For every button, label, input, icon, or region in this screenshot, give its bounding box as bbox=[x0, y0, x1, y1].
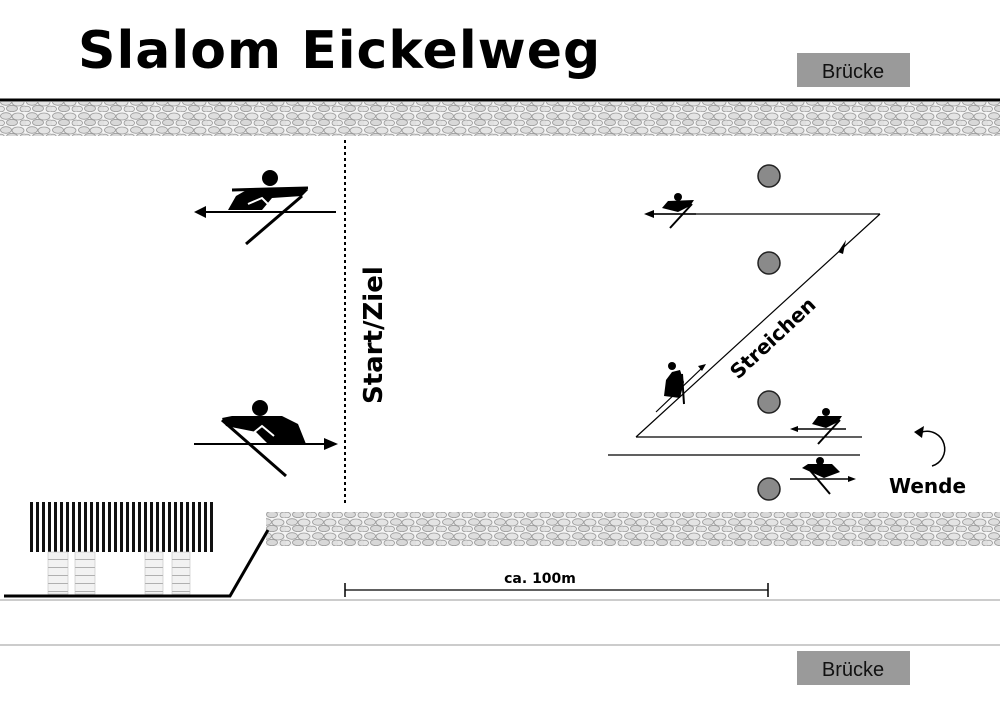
bridge-bottom: Brücke bbox=[797, 651, 910, 685]
lower-bank bbox=[266, 512, 1000, 546]
rower-icon bbox=[648, 193, 696, 229]
course-label: Streichen bbox=[725, 292, 820, 383]
buoy bbox=[757, 251, 781, 275]
diagram-title: Slalom Eickelweg bbox=[78, 21, 601, 81]
buoy bbox=[757, 390, 781, 414]
bridge-top-label: Brücke bbox=[822, 61, 884, 83]
start-finish-label: Start/Ziel bbox=[359, 266, 389, 404]
buoys bbox=[757, 164, 781, 501]
bridge-bottom-label: Brücke bbox=[822, 659, 884, 681]
distance-marker: ca. 100m bbox=[344, 571, 769, 597]
boathouse bbox=[4, 502, 270, 598]
turn-arrow-icon bbox=[914, 426, 946, 467]
rower-icon bbox=[655, 362, 706, 413]
rower-icon bbox=[194, 170, 336, 246]
upper-bank bbox=[0, 98, 1000, 136]
buoy bbox=[757, 477, 781, 501]
turn-label: Wende bbox=[889, 474, 966, 498]
rower-icon bbox=[790, 408, 846, 445]
distance-label: ca. 100m bbox=[504, 571, 576, 587]
rower-icon bbox=[790, 457, 856, 495]
buoy bbox=[757, 164, 781, 188]
rower-icon bbox=[194, 400, 338, 478]
bridge-top: Brücke bbox=[797, 53, 910, 87]
